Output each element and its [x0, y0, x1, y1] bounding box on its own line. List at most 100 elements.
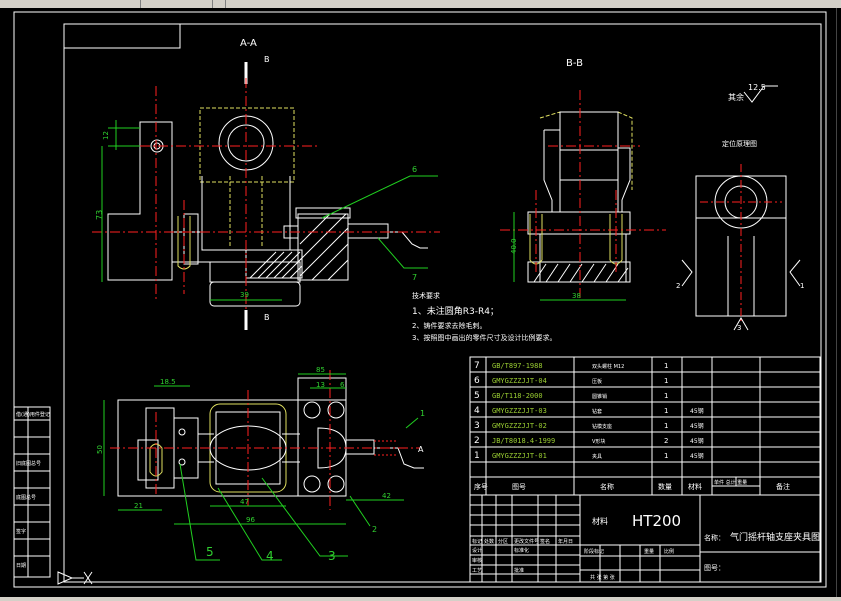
view-section-bb: B-B 40.0 38	[500, 58, 666, 301]
part-row-qty: 1	[664, 452, 668, 460]
tb-standard: 标准化	[514, 547, 529, 554]
strip-divider	[225, 0, 226, 8]
tb-stage: 阶段标记	[584, 548, 604, 555]
part-row-no: 1	[474, 451, 480, 461]
tech-item-2: 2、铸件要求去除毛刺。	[412, 321, 486, 330]
side-label-0: 借(通)用件登记	[16, 411, 50, 418]
part-row-code: GMYGZZZJJT-03	[492, 407, 547, 415]
tb-scale: 比例	[664, 548, 674, 555]
tb-weight: 重量	[644, 548, 654, 555]
part-row-code: GMYGZZZJJT-02	[492, 422, 547, 430]
roughness-value: 12.5	[748, 83, 766, 92]
section-b-marker-top: B	[264, 55, 270, 64]
inner-frame	[63, 23, 822, 583]
tech-item-1: 1、未注圆角R3-R4；	[412, 305, 499, 317]
part-row-code: GB/T118-2000	[492, 392, 543, 400]
outer-frame	[13, 11, 827, 588]
roughness-label: 其余	[728, 92, 744, 102]
view-locating-principle: 定位原理图 2 1 3	[676, 139, 804, 332]
part-row-qty: 1	[664, 392, 668, 400]
locating-label: 定位原理图	[722, 139, 757, 148]
dim-top-21: 21	[134, 502, 143, 510]
balloon-7: 7	[412, 273, 417, 282]
tb-approve: 批准	[514, 567, 524, 574]
tb-sheet: 共 张 第 张	[590, 574, 615, 581]
side-registration-block: 借(通)用件登记 旧底图总号 底图总号 签字 日期	[13, 406, 51, 578]
vertical-scrollbar[interactable]	[836, 8, 841, 597]
part-row-code: GB/T897-1988	[492, 362, 543, 370]
view-section-aa: A-A B B	[92, 38, 440, 330]
tb-process: 工艺	[472, 568, 482, 574]
dim-aa-39: 39	[240, 291, 249, 299]
balloon-3: 3	[328, 549, 336, 563]
part-row-material: 45钢	[690, 422, 704, 430]
dim-top-13: 13	[316, 381, 325, 389]
part-row-code: GMYGZZZJJT-04	[492, 377, 547, 385]
dim-top-18: 18.5	[160, 378, 176, 386]
strip-divider	[212, 0, 213, 8]
part-row-qty: 1	[664, 377, 668, 385]
dim-top-96: 96	[246, 516, 255, 524]
title-name-label: 名称：	[704, 533, 725, 542]
view-top: A 85 13 6 18.5 50 21 47 96 42 1 2 3 4 5	[96, 366, 425, 563]
part-row-name: 夹具	[592, 453, 602, 460]
tb-date: 年月日	[558, 538, 573, 545]
part-row-qty: 1	[664, 362, 668, 370]
material-label: 材料	[592, 516, 608, 526]
section-bb-label: B-B	[566, 58, 583, 69]
tb-check: 审核	[472, 557, 482, 564]
drawing-title: 气门摇杆轴支座夹具图	[730, 531, 820, 543]
part-row-name: 圆锥销	[592, 393, 607, 400]
section-b-marker-bottom: B	[264, 313, 270, 322]
drawing-no-label: 图号：	[704, 564, 725, 572]
balloon-2: 2	[372, 525, 377, 534]
tb-designer: 设计	[472, 547, 482, 554]
dim-top-42: 42	[382, 492, 391, 500]
hdr-remark: 备注	[776, 482, 790, 491]
part-row-material: 45钢	[690, 452, 704, 460]
part-row-no: 7	[474, 361, 480, 371]
dim-bb-40: 40.0	[510, 238, 518, 254]
locating-mark-2: 2	[676, 282, 680, 290]
hdr-no: 序号	[474, 482, 488, 491]
material-value: HT200	[632, 512, 681, 530]
part-row-material: 45钢	[690, 437, 704, 445]
locating-mark-1: 1	[800, 282, 804, 290]
balloon-4: 4	[266, 549, 274, 563]
tb-change: 更改文件号	[514, 538, 539, 545]
part-row-qty: 2	[664, 437, 668, 445]
section-aa-label: A-A	[240, 38, 257, 49]
parts-table-header: 序号 图号 名称 数量 材料 单件 总计 重量 备注	[474, 479, 790, 491]
tb-sign: 签名	[540, 538, 550, 545]
window-bottom-strip	[0, 597, 841, 601]
part-row-no: 6	[474, 376, 480, 386]
hdr-mat: 材料	[688, 482, 702, 491]
section-a-marker: A	[418, 445, 424, 454]
tech-title: 技术要求	[412, 291, 440, 300]
part-row-code: JB/T8018.4-1999	[492, 437, 555, 445]
balloon-5: 5	[206, 545, 214, 559]
ucs-icon	[57, 571, 93, 585]
side-label-5: 底图总号	[16, 494, 36, 501]
part-row-name: 压板	[592, 378, 602, 385]
dim-top-6: 6	[340, 381, 345, 389]
part-row-qty: 1	[664, 407, 668, 415]
hdr-code: 图号	[512, 483, 526, 491]
part-row-code: GMYGZZZJJT-01	[492, 452, 547, 460]
part-row-name: 钻模支座	[592, 423, 612, 430]
hdr-weight: 单件 总计 重量	[714, 479, 747, 486]
corner-code-box	[64, 24, 181, 49]
tb-zone: 分区	[498, 538, 508, 545]
roughness-symbol: 其余 12.5	[728, 83, 778, 103]
part-row-no: 3	[474, 421, 480, 431]
dim-bb-38: 38	[572, 292, 581, 300]
tb-count: 处数	[484, 538, 494, 545]
dim-aa-12: 12	[102, 131, 110, 140]
locating-mark-3: 3	[737, 324, 741, 332]
part-row-name: 钻套	[592, 408, 602, 415]
dim-top-85: 85	[316, 366, 325, 374]
side-label-7: 签字	[16, 528, 26, 535]
tech-item-3: 3、按照图中画出的零件尺寸及设计比例要求。	[412, 333, 556, 342]
